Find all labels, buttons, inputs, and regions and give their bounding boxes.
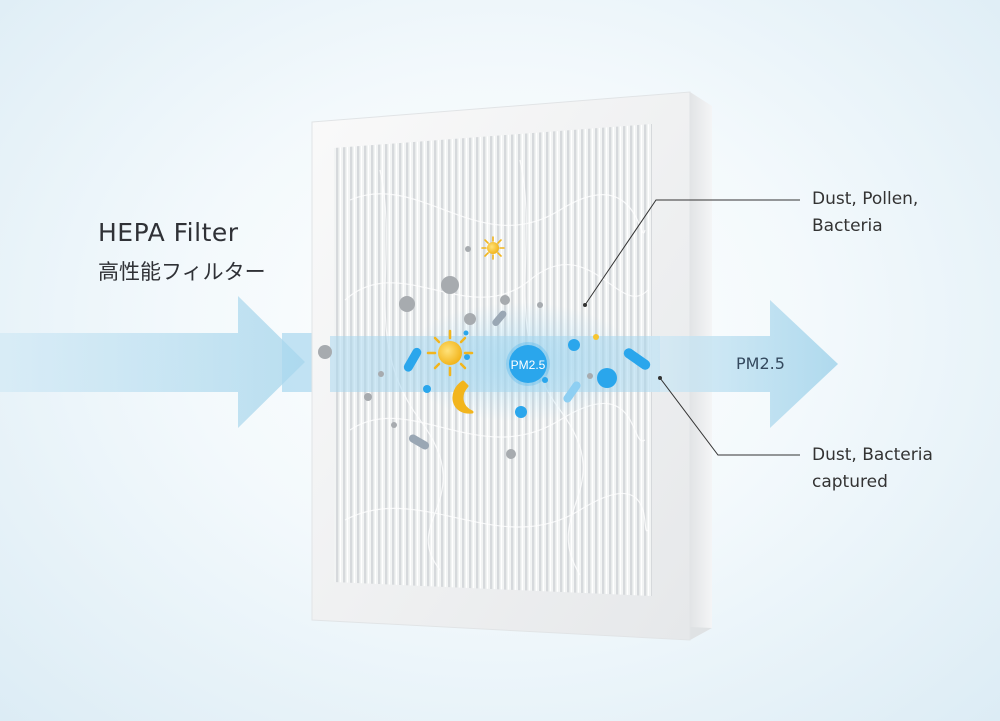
title-japanese: 高性能フィルター [98, 260, 266, 284]
sun-pollen-icon [426, 236, 505, 377]
callout-bottom-line1: Dust, Bacteria [812, 445, 933, 465]
pm25-exit-label: PM2.5 [736, 354, 785, 373]
dust-particle-icon [318, 246, 593, 459]
pm25-badge-label: PM2.5 [511, 358, 546, 372]
pm-particle-icon [423, 330, 617, 418]
callout-bottom-line2: captured [812, 472, 888, 492]
pm25-badge [506, 342, 550, 386]
capsule-bacteria-icon [403, 310, 651, 450]
crescent-bacteria-icon [452, 380, 474, 414]
callout-top-line2: Bacteria [812, 216, 883, 236]
callout-leader-lines [584, 199, 800, 456]
callout-dot-bottom [658, 376, 662, 380]
callout-dot-top [583, 303, 587, 307]
callout-top-line1: Dust, Pollen, [812, 189, 919, 209]
airflow-out-arrow [650, 300, 838, 428]
callout-captured-result: Dust, Bacteria captured [812, 442, 933, 496]
title-english: HEPA Filter [98, 218, 239, 247]
callout-captured-particles: Dust, Pollen, Bacteria [812, 186, 918, 240]
